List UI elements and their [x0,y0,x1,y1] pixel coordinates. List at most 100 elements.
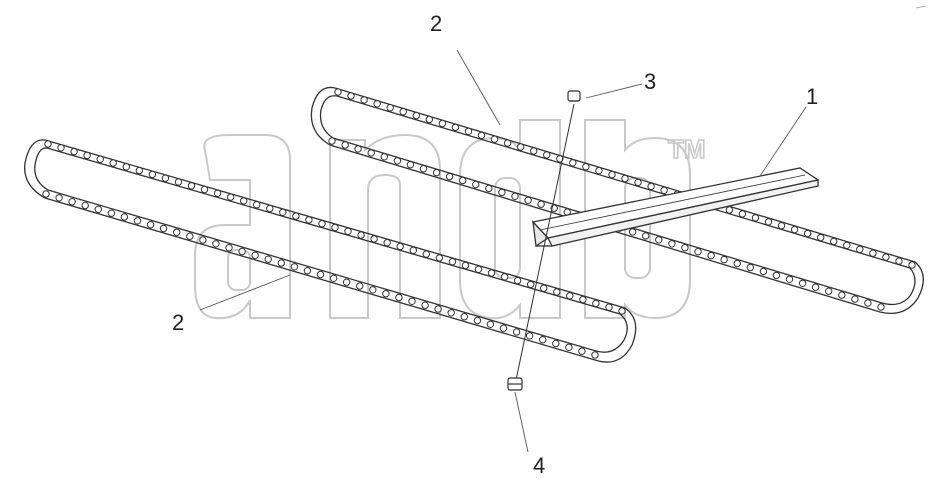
chain-roller [356,282,364,290]
chain-roller [354,145,362,153]
chain-roller [421,301,429,309]
chain-roller [694,248,702,256]
chain-roller [408,297,416,305]
chain-roller [785,275,794,283]
chain-roller [334,88,342,96]
chain-roller [367,149,375,157]
chain-roller [803,229,812,238]
chain-roller [329,274,338,282]
chain-roller [647,182,655,191]
chain-roller [540,284,548,292]
chain-roller [537,200,545,208]
chain-roller [344,227,352,236]
chain-roller [174,178,183,186]
chain-roller [556,155,564,163]
chain-roller [513,276,522,285]
chain-roller [396,242,404,251]
chain-roller [499,324,508,332]
chain-roller [539,336,547,344]
chain-roller [240,197,248,205]
chain-roller [292,212,300,220]
chain-roller [303,267,312,275]
chain-roller [380,153,388,161]
chain-roller [660,186,668,195]
chain-roller [264,255,272,263]
chain-roller [634,178,642,187]
chain-roller [856,245,864,254]
chain-roller [877,303,885,311]
chain-roller [498,188,506,197]
chain-roller [213,189,222,198]
chain-roller [882,253,890,261]
chain-roller [777,222,786,230]
chain-roller [490,135,499,143]
chain-roller [720,255,728,264]
chain-roller [553,288,561,296]
chain-roller [200,185,209,194]
callout-1: 1 [806,84,818,109]
chain-roller [251,251,259,260]
chain-roller [681,244,689,252]
chain-front-rollers [42,140,626,359]
chain-roller [253,201,261,209]
chain-roller [790,225,799,234]
callout-3: 3 [644,69,656,94]
chain-roller [461,261,470,270]
chain-roller [655,236,663,244]
callout-2-bottom: 2 [172,310,184,335]
chain-roller [516,143,525,151]
chain-roller [290,263,299,271]
chain-roller [357,231,365,239]
chain-roller [347,92,355,100]
chain-roller [487,269,496,277]
chain-roller [608,170,616,179]
callout-4: 4 [533,453,545,478]
chain-roller [42,190,50,198]
chain-roller [525,332,534,340]
chain-roller [472,180,480,189]
chain-roller [543,151,551,159]
chain-roller [422,250,430,258]
chain-roller [895,257,903,265]
chain-roller [851,295,859,303]
chain-roller [133,217,142,225]
chain-roller [386,104,394,112]
chain-roller [55,194,63,202]
chain-roller [843,241,851,250]
chain-roller [817,233,825,242]
chain-roller [447,309,455,317]
chain-back-rollers [328,88,916,311]
chain-roller [591,351,599,359]
chain-roller [277,259,285,267]
chain-roller [764,218,773,226]
chain-roller [565,343,573,351]
chain-roller [527,280,535,289]
chain-front [24,139,637,363]
chain-roller [81,201,89,210]
chain-roller [328,137,336,145]
chain-roller [578,347,586,355]
chain-roller [524,196,532,205]
chain-roller [605,303,613,311]
chain-roller [811,283,820,291]
chain-roller [225,244,233,252]
chain-roller [864,299,872,307]
chain-roller [342,278,351,286]
chain-roller [187,182,196,190]
chain-roller [772,271,781,280]
chain-roller [746,263,754,272]
chain-roller [595,166,603,175]
chain-roller [57,144,65,152]
chain-roller [474,265,483,273]
chain-roller [94,205,103,214]
chain-roller [908,261,916,269]
chain-roller [406,161,415,169]
chain-roller [448,258,457,266]
chain-roller [161,174,170,182]
chain-roller [341,141,349,149]
chain-roller [552,339,560,348]
chain-roller [579,295,587,304]
chain-roller [238,247,246,256]
chain-roller [432,168,441,177]
chain-roller [159,224,168,233]
